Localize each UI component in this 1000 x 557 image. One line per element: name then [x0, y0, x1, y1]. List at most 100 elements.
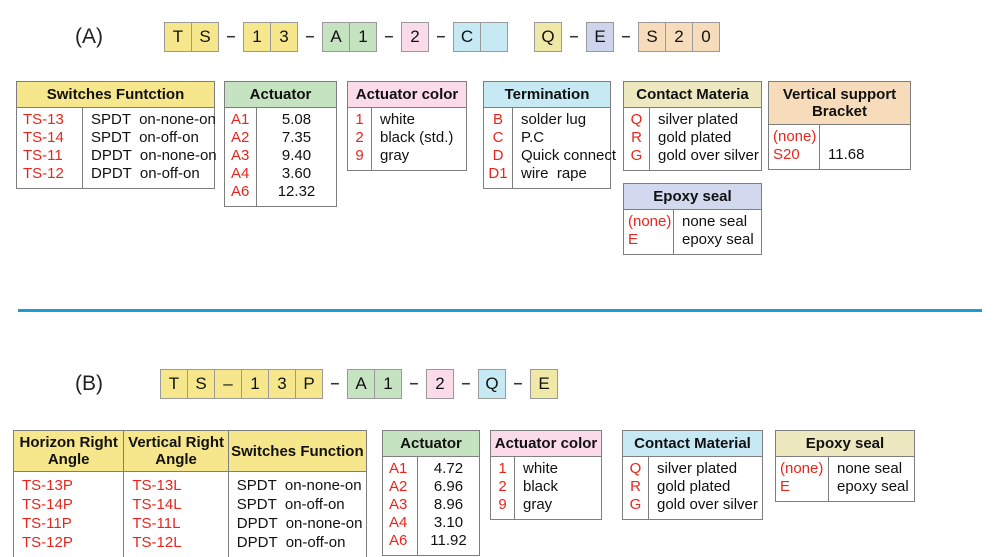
code-separator-dash: – [461, 375, 471, 392]
code-box: 3 [270, 22, 298, 52]
table-line: (none) [628, 213, 672, 230]
table-line: TS-12 [23, 165, 64, 182]
code-box-group: E [586, 22, 614, 52]
table-line: (none) [773, 128, 817, 145]
table-line: B [492, 111, 503, 128]
code-separator-dash: – [226, 28, 236, 45]
code-box: S [187, 369, 215, 399]
table-line: none seal [682, 213, 748, 230]
code-box: P [295, 369, 323, 399]
table-line: A1 [389, 460, 408, 477]
table-line: 12.32 [277, 183, 316, 200]
table-line: P.C [521, 129, 545, 146]
table-line: D [492, 147, 504, 164]
table-header: Actuator color [348, 82, 466, 108]
table-header: Vertical support Bracket [769, 82, 910, 125]
code-separator-dash: – [409, 375, 419, 392]
table-line: TS-11 [23, 147, 63, 164]
code-box: T [160, 369, 188, 399]
table-line: 3.10 [433, 514, 464, 531]
table-line [828, 128, 910, 146]
table-line: G [629, 496, 642, 513]
code-box: 1 [374, 369, 402, 399]
table-line: TS-12L [132, 534, 182, 551]
code-box-group: 2 [426, 369, 454, 399]
table-line: C [492, 129, 504, 146]
table-line: TS-13 [23, 111, 64, 128]
table-header: Epoxy seal [776, 431, 914, 457]
table-line: A2 [389, 478, 408, 495]
table-line: gold over silver [657, 496, 758, 513]
table-body: (none)S20 11.68 [769, 125, 910, 169]
code-box-group: Q [534, 22, 562, 52]
code-box: Q [534, 22, 562, 52]
code-box-group: E [530, 369, 558, 399]
table-header: Epoxy seal [624, 184, 761, 210]
code-box: – [214, 369, 242, 399]
code-separator-dash: – [513, 375, 523, 392]
code-column: (none)E [624, 210, 673, 254]
table-line: Q [629, 460, 642, 477]
table-line: DPDT on-off-on [236, 534, 346, 551]
code-box-group: Q [478, 369, 506, 399]
table-line: epoxy seal [837, 478, 909, 495]
table-header: Switches Funtction [17, 82, 214, 108]
code-column: (none)S20 [769, 125, 819, 169]
table-line: A3 [389, 496, 408, 513]
code-box: 1 [241, 369, 269, 399]
table-line: 11.68 [828, 146, 865, 163]
code-box: Q [478, 369, 506, 399]
table-line: A6 [389, 532, 408, 549]
code-separator-dash: – [569, 28, 579, 45]
code-separator-dash: – [384, 28, 394, 45]
table-line: 11.92 [430, 532, 467, 549]
table-line: D1 [488, 165, 508, 182]
table-line: solder lug [521, 111, 587, 128]
table-line: TS-11P [22, 515, 72, 532]
table-line: gold plated [657, 478, 731, 495]
table-line: epoxy seal [682, 231, 754, 248]
table-line: E [780, 478, 791, 495]
code-column: (none)E [776, 457, 828, 501]
table-line: A4 [231, 165, 250, 182]
table-line: G [630, 147, 643, 164]
table-header: Actuator [383, 431, 479, 457]
table-line: 4.72 [433, 460, 464, 477]
table-line: DPDT on-none-on [236, 515, 363, 532]
table-line: 7.35 [281, 129, 312, 146]
table-header: Contact Material [623, 431, 762, 457]
table-line: A6 [231, 183, 250, 200]
table-line: 1 [498, 460, 507, 477]
table-line: R [630, 478, 641, 495]
table-line: TS-14P [22, 496, 73, 513]
table-line: A1 [231, 111, 250, 128]
section-b-label: (B) [75, 372, 103, 395]
